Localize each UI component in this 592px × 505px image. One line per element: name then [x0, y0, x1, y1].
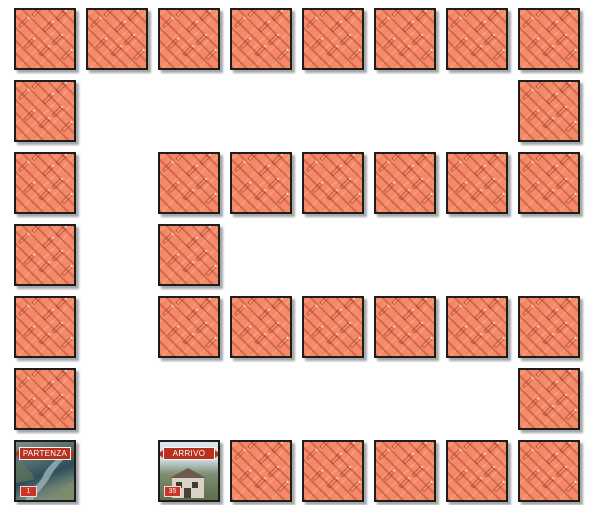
- pencil-pattern-icon: [520, 82, 578, 140]
- pencil-pattern-icon: [520, 298, 578, 356]
- pencil-pattern-icon: [88, 10, 146, 68]
- pencil-pattern-icon: [448, 442, 506, 500]
- pencil-pattern-icon: [232, 154, 290, 212]
- board-tile[interactable]: [518, 440, 580, 502]
- board-tile[interactable]: [446, 440, 508, 502]
- board-tile[interactable]: [302, 8, 364, 70]
- board-tile[interactable]: [14, 368, 76, 430]
- board-tile[interactable]: [374, 296, 436, 358]
- pencil-pattern-icon: [304, 298, 362, 356]
- pencil-pattern-icon: [520, 154, 578, 212]
- pencil-pattern-icon: [16, 370, 74, 428]
- pencil-pattern-icon: [16, 298, 74, 356]
- pencil-pattern-icon: [232, 10, 290, 68]
- pencil-pattern-icon: [16, 226, 74, 284]
- board-tile[interactable]: [302, 440, 364, 502]
- board-tile[interactable]: [230, 152, 292, 214]
- board-tile[interactable]: [158, 152, 220, 214]
- pencil-pattern-icon: [376, 10, 434, 68]
- start-banner: PARTENZA: [19, 447, 71, 460]
- board-tile[interactable]: [86, 8, 148, 70]
- board-tile[interactable]: [14, 296, 76, 358]
- pencil-pattern-icon: [376, 298, 434, 356]
- board-tile[interactable]: [158, 296, 220, 358]
- pencil-pattern-icon: [232, 298, 290, 356]
- start-tile[interactable]: PARTENZA 1: [14, 440, 76, 502]
- pencil-pattern-icon: [304, 442, 362, 500]
- board-tile[interactable]: [518, 80, 580, 142]
- finish-number: 35: [164, 486, 181, 497]
- pencil-pattern-icon: [520, 442, 578, 500]
- board-tile[interactable]: [230, 296, 292, 358]
- pencil-pattern-icon: [16, 10, 74, 68]
- pencil-pattern-icon: [160, 154, 218, 212]
- board-tile[interactable]: [374, 152, 436, 214]
- board-tile[interactable]: [302, 152, 364, 214]
- board-tile[interactable]: [518, 368, 580, 430]
- board-tile[interactable]: [446, 152, 508, 214]
- board-tile[interactable]: [518, 152, 580, 214]
- board-tile[interactable]: [518, 8, 580, 70]
- pencil-pattern-icon: [160, 10, 218, 68]
- board-tile[interactable]: [302, 296, 364, 358]
- board-tile[interactable]: [518, 296, 580, 358]
- pencil-pattern-icon: [304, 154, 362, 212]
- pencil-pattern-icon: [16, 154, 74, 212]
- board-tile[interactable]: [374, 8, 436, 70]
- board-tile[interactable]: [14, 152, 76, 214]
- pencil-pattern-icon: [448, 154, 506, 212]
- pencil-pattern-icon: [376, 154, 434, 212]
- pencil-pattern-icon: [448, 10, 506, 68]
- pencil-pattern-icon: [232, 442, 290, 500]
- pencil-pattern-icon: [376, 442, 434, 500]
- pencil-pattern-icon: [160, 226, 218, 284]
- start-number: 1: [20, 486, 37, 497]
- pencil-pattern-icon: [160, 298, 218, 356]
- pencil-pattern-icon: [520, 370, 578, 428]
- pencil-pattern-icon: [448, 298, 506, 356]
- board-tile[interactable]: [14, 80, 76, 142]
- board-tile[interactable]: [158, 8, 220, 70]
- pencil-pattern-icon: [304, 10, 362, 68]
- board-tile[interactable]: [230, 440, 292, 502]
- board-tile[interactable]: [374, 440, 436, 502]
- pencil-pattern-icon: [16, 82, 74, 140]
- finish-tile[interactable]: ARRIVO 35: [158, 440, 220, 502]
- finish-banner: ARRIVO: [163, 447, 215, 460]
- board-tile[interactable]: [446, 296, 508, 358]
- pencil-pattern-icon: [520, 10, 578, 68]
- board-tile[interactable]: [14, 224, 76, 286]
- board-tile[interactable]: [158, 224, 220, 286]
- board-tile[interactable]: [14, 8, 76, 70]
- board-tile[interactable]: [230, 8, 292, 70]
- board-tile[interactable]: [446, 8, 508, 70]
